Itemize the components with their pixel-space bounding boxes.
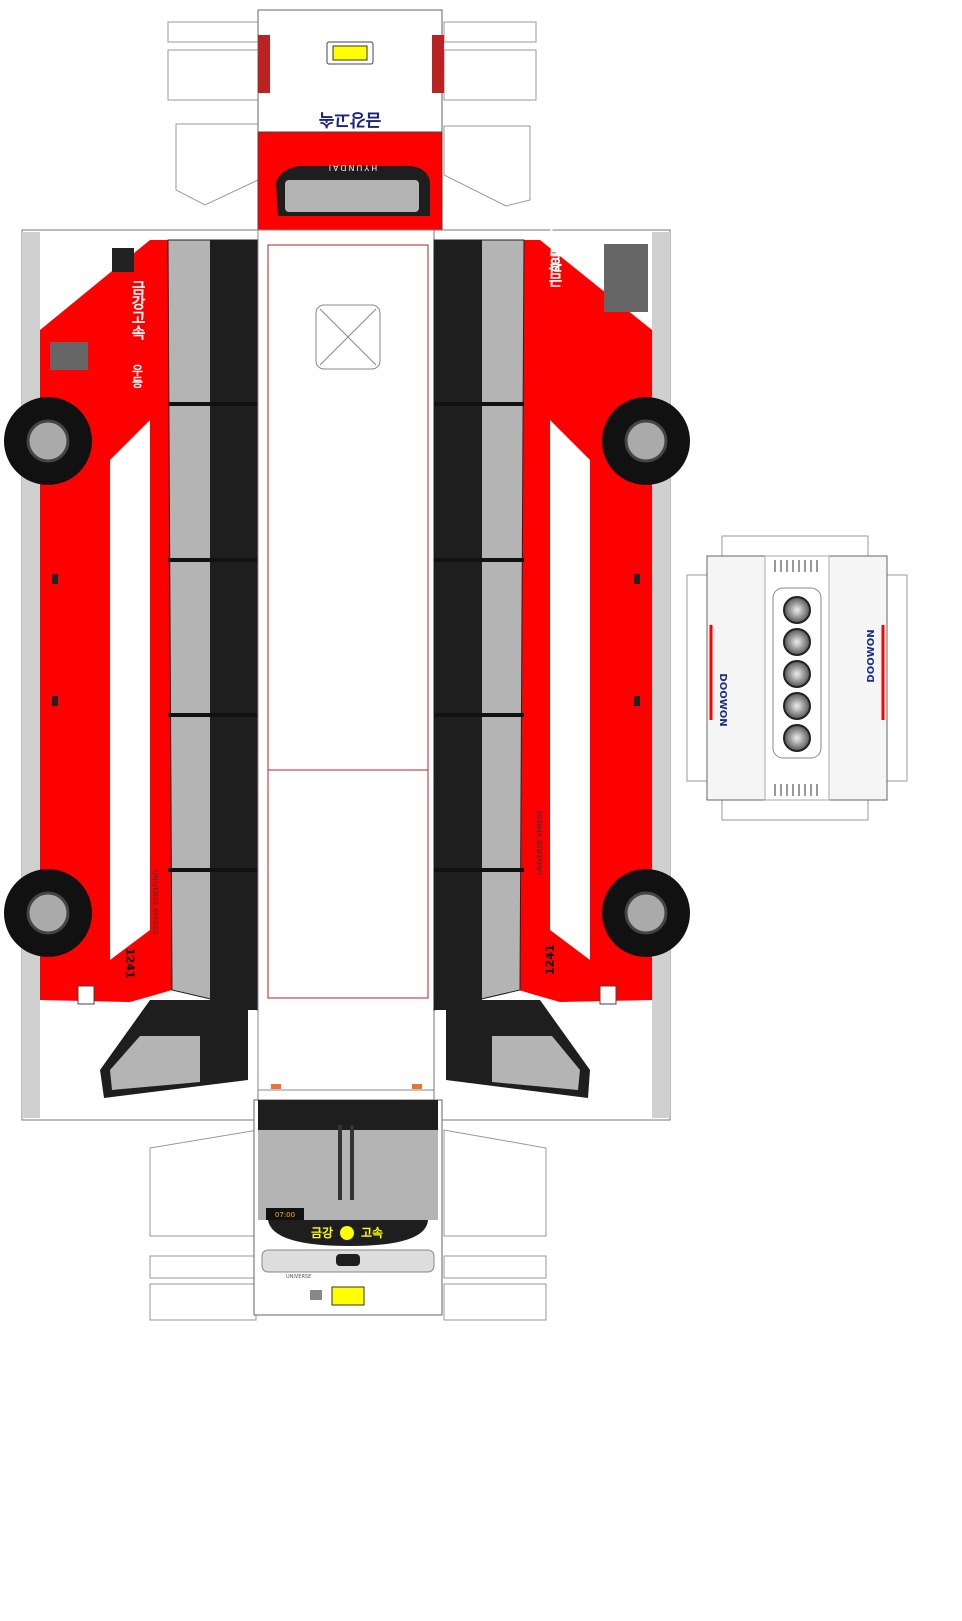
front-operator-right: 고속 (361, 1226, 383, 1240)
right-vent-grille (604, 244, 648, 312)
left-side-edge (22, 232, 40, 1118)
right-side-panel: 금강고속 우등 UNIVERSE XPRESS 1241 (433, 227, 690, 1121)
right-front-hub (624, 891, 668, 935)
ac-bottom-vent (774, 784, 818, 796)
left-window-tint (210, 240, 258, 1010)
fuel-door (599, 985, 617, 1005)
windshield-top-band (258, 1100, 438, 1130)
right-front-window (492, 1036, 580, 1090)
rear-face: 금강고속 HYUNDAI (167, 9, 537, 231)
glue-tab (721, 535, 869, 559)
side-marker (52, 574, 58, 584)
destination-sign (266, 1208, 304, 1220)
side-marker (634, 574, 640, 584)
right-side-edge (652, 232, 670, 1118)
glue-tab (721, 797, 869, 821)
left-front-window (110, 1036, 200, 1090)
right-window-tint (434, 240, 482, 1010)
ac-unit-part: DOOWON DOOWON (686, 535, 908, 821)
right-rear-hub (624, 419, 668, 463)
glue-tab (175, 123, 259, 206)
tow-hook (310, 1290, 322, 1300)
right-model-name: UNIVERSE XPRESS (536, 810, 544, 875)
front-model-badge: UNIVERSE (286, 1274, 311, 1280)
glue-tab (443, 1255, 547, 1279)
roof-panel (257, 229, 435, 1091)
left-side-panel: 금강고속 우등 UNIVERSE XPRESS 1241 (4, 229, 259, 1121)
marker-lamp (412, 1084, 422, 1089)
left-route-text: 우등 (130, 364, 144, 389)
ac-fan-icon (783, 724, 811, 752)
marker-lamp (271, 1084, 281, 1089)
rear-lamp-right (432, 35, 444, 93)
operator-logo-icon (340, 1226, 354, 1240)
side-marker (52, 696, 58, 706)
left-operator-text: 금강고속 (129, 280, 147, 341)
ac-top-vent (770, 560, 824, 572)
glue-tab (443, 21, 537, 43)
left-white-stripe (110, 420, 150, 960)
glue-tab (149, 1129, 259, 1237)
ac-fan-icon (783, 596, 811, 624)
hyundai-emblem-icon (336, 1254, 360, 1266)
ac-brand-left: DOOWON (717, 673, 728, 726)
glue-tab (443, 49, 537, 101)
rear-license-plate (332, 45, 368, 61)
right-route-text: 우등 (549, 247, 563, 272)
rear-operator-text: 금강고속 (318, 109, 381, 129)
left-fleet-number: 1241 (124, 948, 137, 979)
right-fleet-number: 1241 (544, 944, 557, 975)
glue-tab (149, 1283, 257, 1321)
left-vent-small (112, 248, 134, 272)
glue-tab (167, 49, 259, 101)
ac-fan-icon (783, 628, 811, 656)
left-rear-hub (26, 419, 70, 463)
sign-time: 07:00 (275, 1211, 295, 1219)
right-white-stripe (550, 420, 590, 960)
right-operator-text: 금강고속 (547, 227, 565, 288)
hatch-cross (319, 308, 377, 366)
glue-tab (886, 574, 908, 782)
glue-tab (686, 574, 708, 782)
left-model-name: UNIVERSE XPRESS (151, 870, 159, 935)
left-front-hub (26, 891, 70, 935)
roof (257, 229, 435, 1091)
ac-fan-icon (783, 660, 811, 688)
left-vent-grille (50, 342, 88, 370)
fuel-door (77, 985, 95, 1005)
rear-lamp-left (258, 35, 270, 93)
glue-tab (443, 1129, 547, 1237)
roof-ac-zone (267, 769, 429, 999)
front-license-plate (331, 1286, 365, 1306)
side-marker (634, 696, 640, 706)
front-operator-left: 금강 (311, 1226, 333, 1240)
ac-fan-icon (783, 692, 811, 720)
glue-tab (149, 1255, 257, 1279)
front-face: 07:00 금강 고속 UNIVERSE (149, 1099, 547, 1321)
glue-tab (443, 125, 531, 207)
rear-brand-text: HYUNDAI (327, 163, 378, 172)
rear-window (285, 180, 419, 212)
glue-tab (443, 1283, 547, 1321)
glue-tab (167, 21, 259, 43)
ac-brand-right: DOOWON (866, 629, 877, 682)
